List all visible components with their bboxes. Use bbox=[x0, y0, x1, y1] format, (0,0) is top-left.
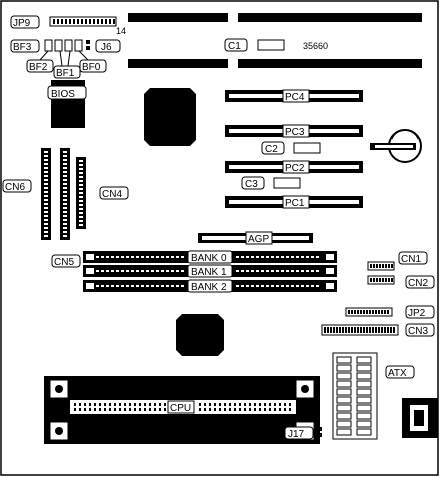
j6-jumper bbox=[86, 40, 90, 50]
bf3-label: BF3 bbox=[13, 42, 32, 53]
bios-label-box bbox=[47, 85, 87, 100]
pc2-label: PC2 bbox=[285, 163, 305, 174]
atx-power-connector bbox=[332, 352, 378, 440]
agp-label-box bbox=[245, 231, 273, 245]
cn3-label-box bbox=[405, 323, 435, 337]
pc4-label-box bbox=[282, 89, 310, 103]
bank2-label: BANK 2 bbox=[191, 282, 227, 293]
cn6-label-box bbox=[2, 179, 32, 193]
bank0-label-box bbox=[187, 250, 233, 264]
cn1-label: CN1 bbox=[401, 254, 421, 265]
pc1-label: PC1 bbox=[285, 198, 305, 209]
bank0-label: BANK 0 bbox=[191, 253, 227, 264]
cn5-label: CN5 bbox=[54, 257, 74, 268]
battery bbox=[370, 129, 422, 163]
cn6-connector bbox=[41, 148, 51, 240]
cn4-label-box bbox=[99, 186, 129, 200]
cn2-label: CN2 bbox=[408, 278, 428, 289]
cn4-label: CN4 bbox=[102, 189, 122, 200]
c3-component bbox=[273, 177, 301, 189]
dimm-banks bbox=[83, 251, 337, 292]
bf1-label-box bbox=[53, 65, 81, 79]
c3-label-box bbox=[241, 176, 265, 190]
cn6-label: CN6 bbox=[5, 182, 25, 193]
bank1-label: BANK 1 bbox=[191, 267, 227, 278]
chipset-north bbox=[144, 88, 196, 146]
j17-jumper bbox=[318, 427, 322, 437]
cn5-label-box bbox=[51, 254, 81, 268]
keyboard-connector bbox=[402, 398, 438, 438]
pc3-label-box bbox=[282, 124, 310, 138]
j17-label-box bbox=[284, 426, 314, 440]
pc4-label: PC4 bbox=[285, 92, 305, 103]
chipset-south bbox=[176, 314, 224, 356]
cn1-label-box bbox=[398, 251, 428, 265]
bf2-label: BF2 bbox=[29, 62, 48, 73]
c2-component bbox=[293, 142, 321, 154]
pc2-label-box bbox=[282, 160, 310, 174]
cn1-connector bbox=[367, 261, 395, 271]
bf2-label-box bbox=[26, 59, 54, 73]
bf1-label: BF1 bbox=[56, 68, 75, 79]
cn3-label: CN3 bbox=[408, 326, 428, 337]
j17-label: J17 bbox=[288, 429, 305, 440]
cn2-label-box bbox=[405, 275, 435, 289]
c1-label-box bbox=[224, 38, 248, 52]
bf3-label-box bbox=[10, 39, 40, 53]
atx-label: ATX bbox=[388, 368, 407, 379]
pc1-label-box bbox=[282, 195, 310, 209]
c1-component bbox=[257, 39, 285, 51]
jp2-label: JP2 bbox=[408, 308, 426, 319]
atx-label-box bbox=[385, 365, 415, 379]
c3-label: C3 bbox=[245, 179, 258, 190]
bf0-label-box bbox=[79, 59, 107, 73]
cn2-connector bbox=[367, 275, 395, 285]
cpu-label: CPU bbox=[170, 403, 191, 414]
bank2-label-box bbox=[187, 279, 233, 293]
jp9-label-box bbox=[10, 15, 40, 29]
cpu-label-box bbox=[167, 400, 195, 414]
jp9-label: JP9 bbox=[13, 18, 31, 29]
cn4-connector bbox=[76, 157, 86, 229]
cn3-connector bbox=[321, 324, 399, 336]
bf0-label: BF0 bbox=[82, 62, 101, 73]
c2-label-box bbox=[261, 141, 285, 155]
c1-label: C1 bbox=[228, 41, 241, 52]
bank1-label-box bbox=[187, 264, 233, 278]
jp2-label-box bbox=[405, 305, 435, 319]
bios-label: BIOS bbox=[51, 89, 75, 100]
isa-slots bbox=[128, 13, 422, 68]
agp-label: AGP bbox=[248, 234, 269, 245]
c2-label: C2 bbox=[265, 144, 278, 155]
cn5-connector bbox=[60, 148, 70, 240]
pc3-label: PC3 bbox=[285, 127, 305, 138]
jp9-header bbox=[49, 16, 117, 27]
j6-label-box bbox=[95, 39, 121, 53]
bf-jumpers bbox=[39, 39, 89, 67]
part-number: 35660 bbox=[303, 41, 328, 51]
jp2-header bbox=[345, 307, 393, 317]
jp9-pin-number: 14 bbox=[116, 26, 126, 36]
j6-label: J6 bbox=[101, 42, 112, 53]
